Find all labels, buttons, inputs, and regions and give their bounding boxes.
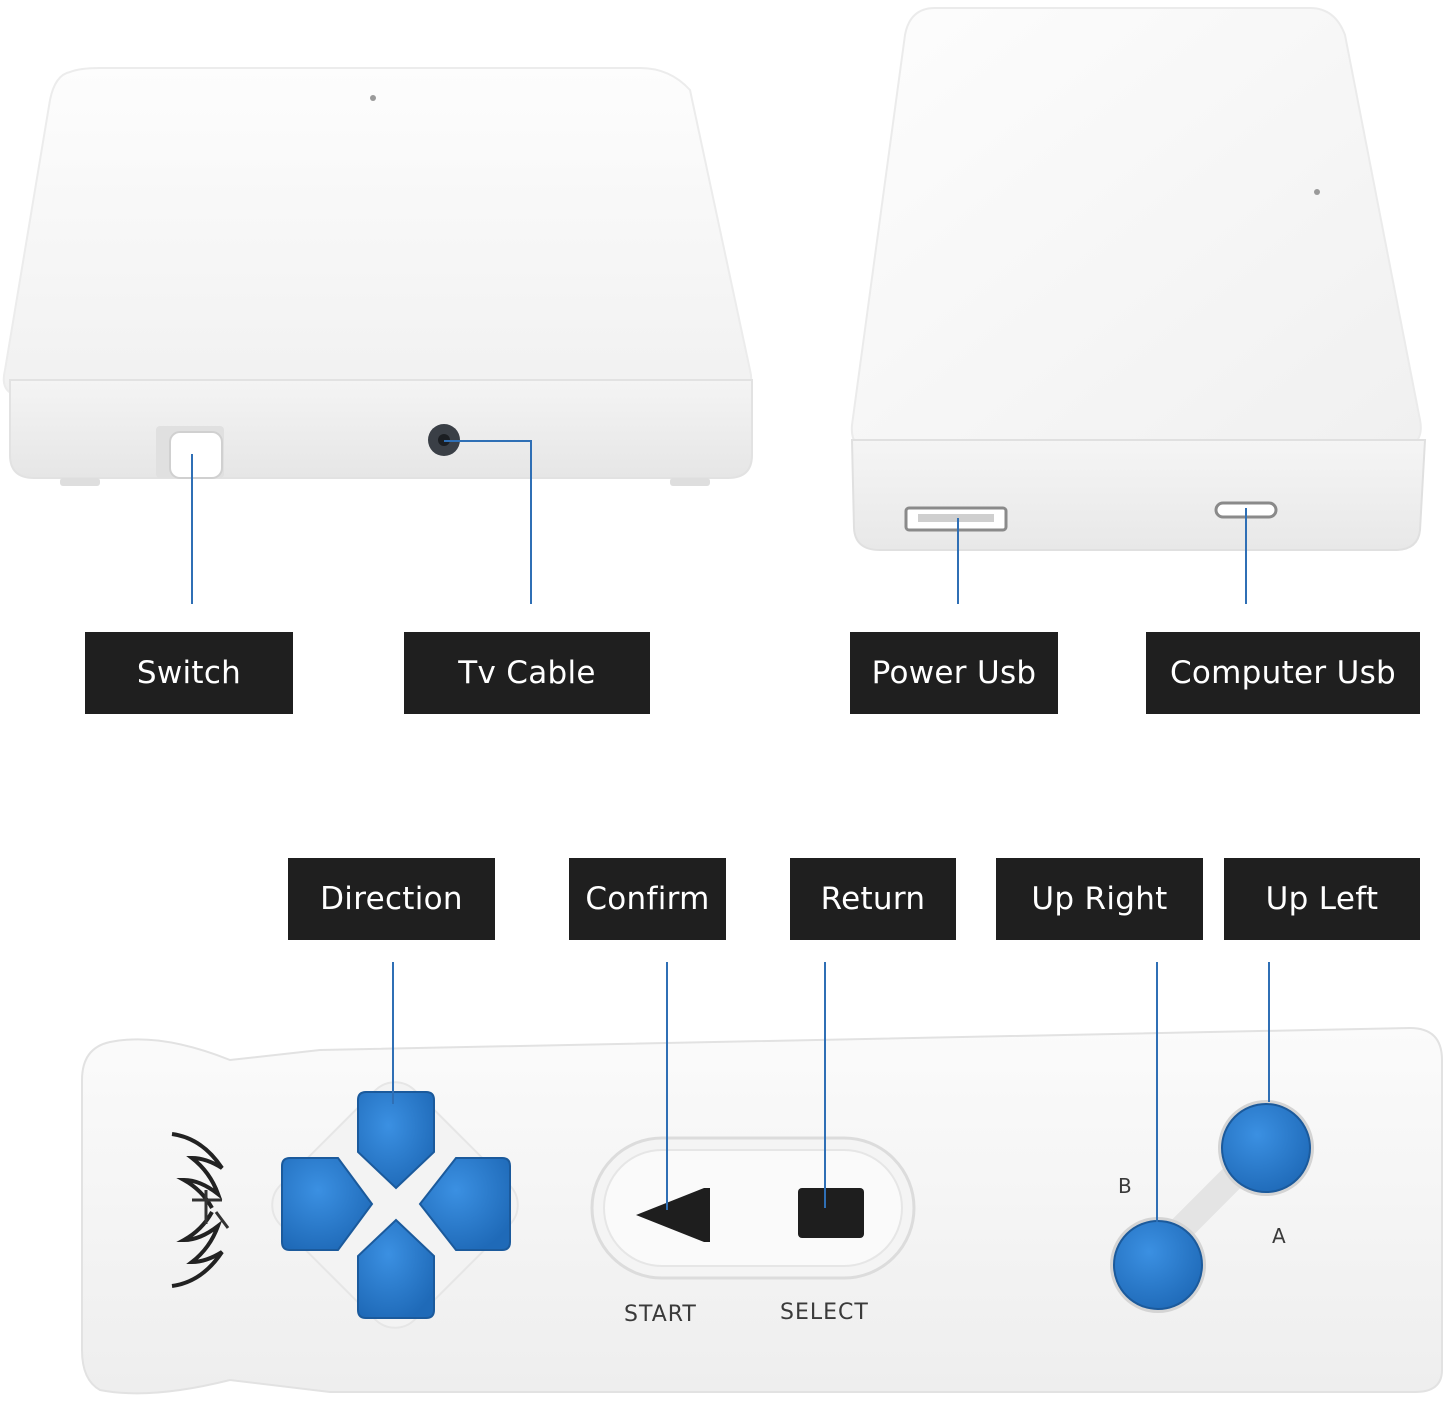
switch-label: Switch bbox=[85, 632, 293, 714]
up-left-label: Up Left bbox=[1224, 858, 1420, 940]
up-right-label: Up Right bbox=[996, 858, 1203, 940]
wings-logo-icon bbox=[171, 1132, 230, 1288]
direction-label: Direction bbox=[288, 858, 495, 940]
start-text: START bbox=[624, 1302, 697, 1327]
dpad-right-button[interactable] bbox=[420, 1158, 510, 1250]
b-text: B bbox=[1118, 1174, 1133, 1198]
return-leader-line bbox=[824, 962, 826, 1208]
up-right-leader-line bbox=[1156, 962, 1158, 1222]
gamepad-controller bbox=[81, 1026, 1443, 1395]
computer-usb-leader-line bbox=[1245, 508, 1247, 604]
switch-leader-line bbox=[191, 454, 193, 604]
dpad-left-button[interactable] bbox=[282, 1158, 372, 1250]
b-button[interactable] bbox=[1110, 1217, 1206, 1313]
power-usb-label: Power Usb bbox=[850, 632, 1058, 714]
select-button[interactable] bbox=[798, 1188, 864, 1238]
direction-leader-line bbox=[392, 962, 394, 1104]
switch-icon bbox=[170, 432, 222, 478]
console-side-view bbox=[850, 7, 1427, 551]
computer-usb-label: Computer Usb bbox=[1146, 632, 1420, 714]
tv-cable-label: Tv Cable bbox=[404, 632, 650, 714]
tv-cable-leader-line-h bbox=[444, 440, 532, 442]
return-label: Return bbox=[790, 858, 956, 940]
confirm-leader-line bbox=[666, 962, 668, 1210]
a-text: A bbox=[1272, 1224, 1287, 1248]
power-usb-leader-line bbox=[957, 518, 959, 604]
usb-a-port-icon bbox=[906, 508, 1006, 530]
tv-cable-leader-line-v bbox=[530, 440, 532, 604]
select-text: SELECT bbox=[780, 1300, 869, 1325]
confirm-label: Confirm bbox=[569, 858, 726, 940]
a-button[interactable] bbox=[1218, 1100, 1314, 1196]
console-front-view bbox=[2, 67, 753, 486]
up-left-leader-line bbox=[1268, 962, 1270, 1102]
start-button[interactable] bbox=[636, 1188, 710, 1242]
